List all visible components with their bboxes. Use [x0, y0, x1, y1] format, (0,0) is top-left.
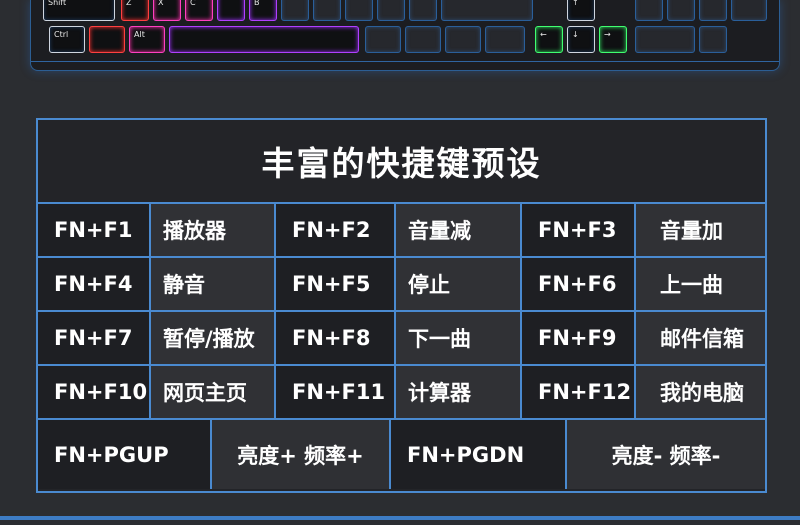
key-z: Z: [121, 0, 149, 21]
key-num2: [667, 0, 695, 21]
key-period: [377, 0, 405, 21]
key-c: C: [185, 0, 213, 21]
key-comma: [345, 0, 373, 21]
shortcut-key: FN+F4: [38, 258, 151, 310]
shortcut-action: 亮度+ 频率+: [212, 420, 391, 489]
shortcut-key: FN+F9: [522, 312, 636, 364]
shortcut-action: 网页主页: [151, 366, 276, 418]
shortcut-action: 音量减: [396, 204, 522, 256]
keyboard-row-ctrl: Ctrl Alt ← ↓ →: [31, 26, 779, 56]
key-b: B: [249, 0, 277, 21]
key-rctrl: [485, 26, 525, 53]
shortcut-key: FN+F5: [276, 258, 396, 310]
key-v: [217, 0, 245, 21]
keyboard-edge: [31, 61, 779, 68]
key-num0: [635, 26, 695, 53]
key-rshift: [441, 0, 533, 21]
key-space: [169, 26, 359, 53]
shortcut-key: FN+F11: [276, 366, 396, 418]
key-num1: [635, 0, 663, 21]
shortcut-key: FN+F12: [522, 366, 636, 418]
shortcut-action: 计算器: [396, 366, 522, 418]
key-left: ←: [535, 26, 563, 53]
key-right: →: [599, 26, 627, 53]
key-m: [313, 0, 341, 21]
keyboard-row-shift: Shift Z X C B ↑: [31, 0, 779, 24]
shortcut-key: FN+F2: [276, 204, 396, 256]
shortcut-key: FN+F7: [38, 312, 151, 364]
table-row: FN+F1 播放器 FN+F2 音量减 FN+F3 音量加: [38, 204, 765, 258]
shortcut-key: FN+F6: [522, 258, 636, 310]
key-down: ↓: [567, 26, 595, 53]
keyboard-illustration: Shift Z X C B ↑ Ctrl Alt ← ↓ →: [30, 0, 780, 71]
shortcut-action: 音量加: [636, 204, 765, 256]
key-numenter: [731, 0, 767, 21]
table-title: 丰富的快捷键预设: [38, 120, 765, 204]
key-ctrl: Ctrl: [49, 26, 85, 53]
table-row: FN+F7 暂停/播放 FN+F8 下一曲 FN+F9 邮件信箱: [38, 312, 765, 366]
shortcut-action: 静音: [151, 258, 276, 310]
key-up: ↑: [567, 0, 595, 21]
shortcut-action: 我的电脑: [636, 366, 765, 418]
key-ralt: [365, 26, 401, 53]
shortcut-key: FN+F8: [276, 312, 396, 364]
shortcut-action: 邮件信箱: [636, 312, 765, 364]
shortcut-key: FN+PGUP: [38, 420, 212, 489]
key-num3: [699, 0, 727, 21]
shortcut-key: FN+F1: [38, 204, 151, 256]
key-fn: [405, 26, 441, 53]
shortcut-action: 停止: [396, 258, 522, 310]
bottom-divider: [0, 516, 800, 520]
key-shift: Shift: [43, 0, 115, 21]
shortcut-table: 丰富的快捷键预设 FN+F1 播放器 FN+F2 音量减 FN+F3 音量加 F…: [36, 118, 767, 493]
key-n: [281, 0, 309, 21]
table-row: FN+F10 网页主页 FN+F11 计算器 FN+F12 我的电脑: [38, 366, 765, 420]
shortcut-key: FN+F3: [522, 204, 636, 256]
shortcut-action: 暂停/播放: [151, 312, 276, 364]
key-x: X: [153, 0, 181, 21]
table-row-bottom: FN+PGUP 亮度+ 频率+ FN+PGDN 亮度- 频率-: [38, 420, 765, 489]
shortcut-action: 播放器: [151, 204, 276, 256]
table-row: FN+F4 静音 FN+F5 停止 FN+F6 上一曲: [38, 258, 765, 312]
shortcut-key: FN+F10: [38, 366, 151, 418]
shortcut-action: 下一曲: [396, 312, 522, 364]
key-menu: [445, 26, 481, 53]
key-numdot: [699, 26, 727, 53]
shortcut-action: 上一曲: [636, 258, 765, 310]
key-alt: Alt: [129, 26, 165, 53]
key-slash: [409, 0, 437, 21]
shortcut-action: 亮度- 频率-: [567, 420, 765, 489]
key-win: [89, 26, 125, 53]
shortcut-key: FN+PGDN: [391, 420, 567, 489]
